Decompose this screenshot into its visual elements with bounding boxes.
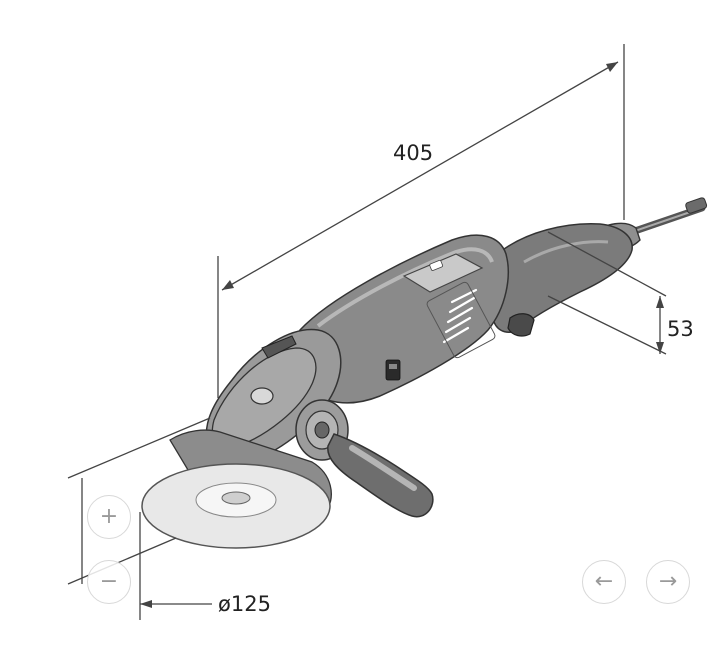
dimension-diameter-label: ø125 [218,592,271,616]
minus-icon: − [99,569,119,594]
zoom-in-button[interactable]: + [87,495,131,539]
dimension-height-label: 53 [667,317,694,341]
plus-icon: + [99,504,119,529]
previous-image-button[interactable]: ← [582,560,626,604]
dimension-length-label: 405 [393,141,433,165]
dimension-lines [67,44,667,620]
arrow-right-icon: → [658,569,678,594]
angle-grinder-illustration [141,197,708,549]
zoom-out-button[interactable]: − [87,560,131,604]
next-image-button[interactable]: → [646,560,690,604]
arrow-left-icon: ← [594,569,614,594]
